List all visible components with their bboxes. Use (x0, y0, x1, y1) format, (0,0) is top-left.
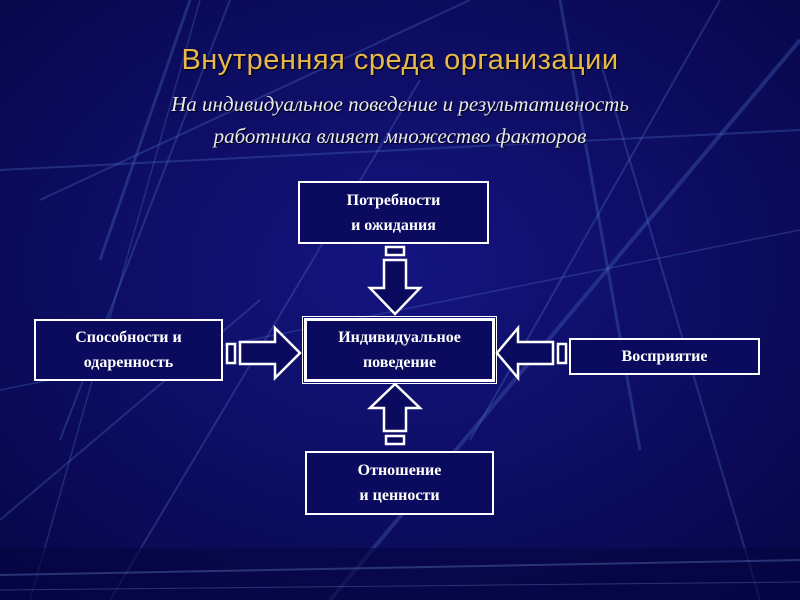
behavior-line-1: Индивидуальное (338, 329, 461, 346)
arrow-left-icon (495, 324, 568, 382)
subtitle-line-1: На индивидуальное поведение и результати… (171, 92, 629, 116)
abilities-box: Способности и одаренность (34, 319, 223, 381)
abilities-line-1: Способности и (75, 329, 182, 346)
arrow-right-icon (225, 324, 302, 382)
arrow-up-icon (366, 382, 424, 446)
needs-line-2: и ожидания (351, 216, 436, 234)
arrow-down-icon (367, 245, 423, 316)
needs-line-1: Потребности (346, 191, 441, 209)
perception-box: Восприятие (569, 338, 760, 375)
slide-title: Внутренняя среда организации (181, 44, 619, 76)
attitudes-line-1: Отношение (357, 462, 442, 479)
needs-expectations-box: Потребности и ожидания (298, 181, 489, 244)
individual-behavior-box: Индивидуальное поведение (302, 316, 497, 384)
attitudes-line-2: и ценности (359, 487, 440, 504)
perception-label: Восприятие (621, 348, 708, 365)
abilities-line-2: одаренность (83, 354, 174, 371)
attitudes-values-box: Отношение и ценности (305, 451, 494, 515)
subtitle-line-2: работника влияет множество факторов (213, 124, 587, 148)
behavior-line-2: поведение (362, 354, 437, 371)
